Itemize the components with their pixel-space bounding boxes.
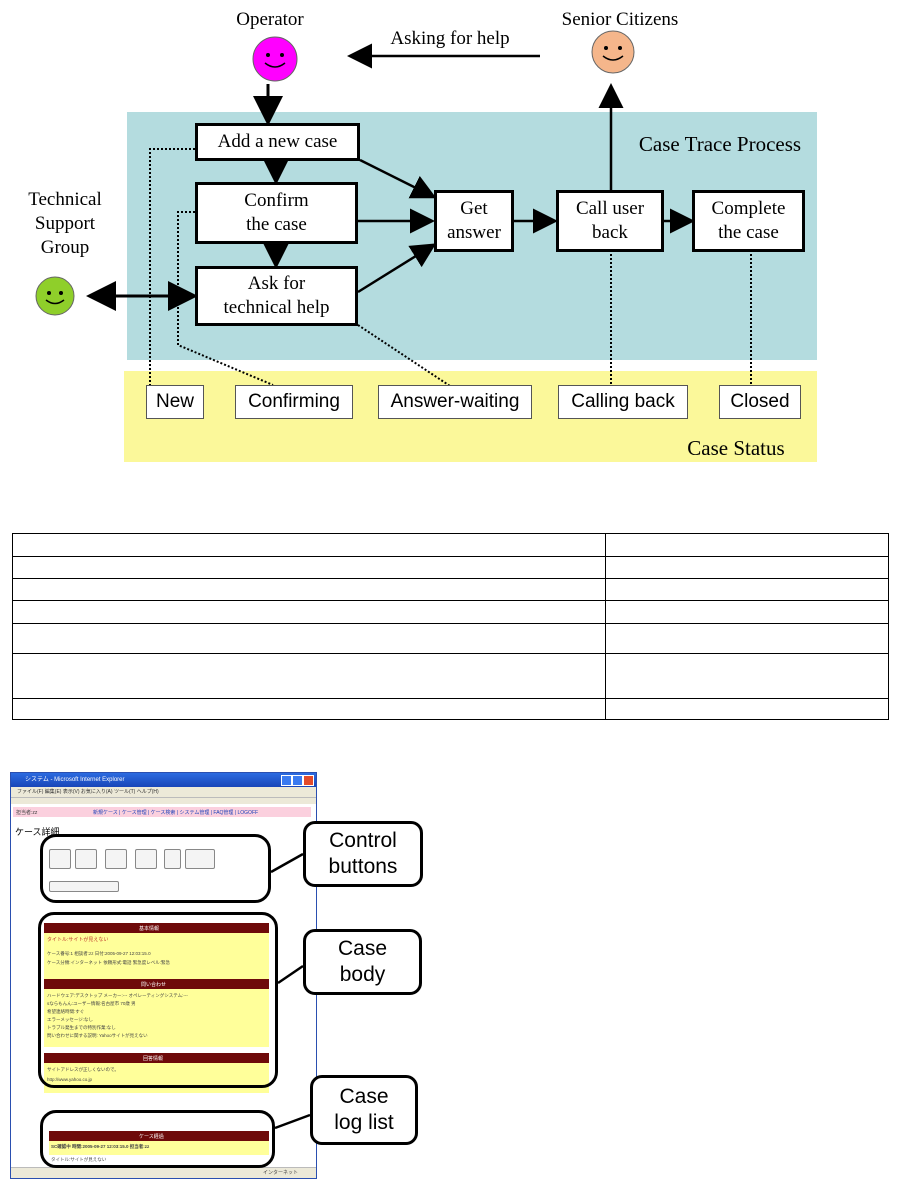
tech-reply-wait-button[interactable]: [105, 849, 127, 869]
tech-support-label: Technical Support Group: [12, 188, 118, 260]
step-get-line1: Get: [460, 198, 488, 219]
step-ask-line2: technical help: [223, 297, 330, 318]
memo-entry-button[interactable]: [164, 849, 181, 869]
case-history-header: [49, 1131, 269, 1141]
inquiry-line: 問い合わせに関する説明: Yahooサイトが見えない: [47, 1033, 148, 1038]
nav-link-bar: [13, 807, 311, 817]
inquiry-line: エラーメッセージ:なし: [47, 1017, 93, 1022]
case-title-line: タイトル:サイトが見えない: [47, 937, 109, 943]
status-bar-text: インターネット: [263, 1170, 299, 1176]
inquiry-line: トラブル発生までの特別作業:なし: [47, 1025, 116, 1030]
status-confirming: Confirming: [235, 385, 353, 419]
answer-header: [44, 1053, 269, 1063]
case-history-body: [49, 1141, 269, 1155]
senior-smiley-icon: [591, 30, 635, 74]
basic-info-body: [44, 933, 269, 979]
case-log-callout: Case log list: [310, 1075, 418, 1145]
minimize-icon[interactable]: [281, 775, 292, 786]
step-confirm-line1: Confirm: [244, 190, 309, 211]
tech-support-line3: Group: [40, 237, 90, 258]
callout-control-line1: Control: [329, 829, 397, 852]
case-category-line: ケース分類:インターネット 依頼形式:電話 緊急度レベル:緊急: [47, 960, 171, 965]
status-closed: Closed: [719, 385, 801, 419]
step-complete-line2: the case: [718, 222, 779, 243]
case-closed-button[interactable]: [185, 849, 215, 869]
control-buttons-callout: Control buttons: [303, 821, 423, 887]
case-body-callout: Case body: [303, 929, 422, 995]
asking-for-help-label: Asking for help: [390, 28, 510, 49]
step-call-user-back: Call user back: [556, 190, 664, 252]
inquiry-header: [44, 979, 269, 989]
callout-body-line1: Case: [337, 937, 388, 960]
case-status-title: Case Status: [687, 436, 785, 460]
step-add-new-case: Add a new case: [195, 123, 360, 161]
case-number-line: ケース番号:1 相談者:zz 日付:2005-09-27 12:03:15.0: [47, 951, 151, 956]
senior-citizens-label: Senior Citizens: [561, 9, 679, 30]
step-get-answer: Get answer: [434, 190, 514, 252]
case-log-ring: [40, 1110, 275, 1168]
menu-bar[interactable]: ファイル(F) 編集(E) 表示(V) お気に入り(A) ツール(T) ヘルプ(…: [11, 787, 316, 798]
step-ask-line1: Ask for: [247, 273, 306, 294]
nav-links[interactable]: 新規ケース | ケース管理 | ケース検索 | システム管理 | FAQ管理 |…: [93, 810, 259, 816]
case-answer-memo-button[interactable]: [49, 849, 71, 869]
inquiry-line: 希望連絡時間:すぐ: [47, 1009, 85, 1014]
status-calling-back: Calling back: [558, 385, 688, 419]
inquiry-line: sならもんん:ユーザー情報:名古屋市 70歳 男: [47, 1001, 136, 1006]
inquiry-line: ハードウェア:デスクトップ メーカー:--- オペレーティングシステム:---: [47, 993, 188, 998]
window-titlebar: システム - Microsoft Internet Explorer: [11, 773, 316, 787]
callout-body-line2: body: [339, 963, 386, 986]
step-confirm-case: Confirm the case: [195, 182, 358, 244]
basic-info-header: [44, 923, 269, 933]
answer-line: サイトアドレスが正しくないので。: [47, 1067, 119, 1072]
delete-admin-button[interactable]: [49, 881, 119, 892]
current-user: 担当者:zz: [16, 810, 38, 816]
answer-body: [44, 1063, 269, 1093]
inquiry-title: 問い合わせ: [141, 982, 167, 988]
toolbar-strip: [11, 798, 316, 804]
callout-log-line1: Case: [339, 1085, 389, 1108]
case-body-ring: [38, 912, 278, 1088]
tech-support-line1: Technical: [28, 189, 102, 210]
step-call-line1: Call user: [575, 198, 645, 219]
basic-info-title: 基本情報: [139, 926, 160, 932]
control-buttons-ring: [40, 834, 271, 903]
callout-log-line2: log list: [334, 1111, 394, 1134]
case-confirm-memo-button[interactable]: [75, 849, 97, 869]
case-history-entry-title: タイトル:サイトが見えない: [51, 1157, 107, 1162]
step-confirm-line2: the case: [246, 214, 307, 235]
inquiry-body: [44, 989, 269, 1047]
status-new: New: [146, 385, 204, 419]
tech-support-line2: Support: [34, 213, 96, 234]
window-controls: [281, 775, 314, 786]
tech-support-smiley-icon: [35, 276, 75, 316]
answer-link[interactable]: http://www.yahoo.co.jp: [47, 1077, 93, 1082]
operator-smiley-icon: [252, 36, 298, 82]
flow-connectors: [86, 43, 752, 388]
user-confirm-memo-button[interactable]: [135, 849, 157, 869]
maximize-icon[interactable]: [292, 775, 303, 786]
step-ask-tech-help: Ask for technical help: [195, 266, 358, 326]
empty-grid-table: [12, 533, 889, 720]
answer-title: 回答情報: [143, 1056, 164, 1062]
callout-control-line2: buttons: [328, 855, 398, 878]
step-complete-case: Complete the case: [692, 190, 805, 252]
page-heading: ケース詳細: [15, 827, 60, 837]
step-complete-line1: Complete: [711, 198, 786, 219]
step-call-line2: back: [592, 222, 628, 243]
operator-label: Operator: [236, 9, 304, 30]
case-trace-process-title: Case Trace Process: [638, 132, 802, 156]
close-icon[interactable]: [303, 775, 314, 786]
step-get-line2: answer: [447, 222, 501, 243]
case-history-title: ケース経過: [139, 1134, 164, 1140]
status-answer-waiting: Answer-waiting: [378, 385, 532, 419]
step-add-new-case-label: Add a new case: [217, 131, 338, 152]
case-history-entry: SC確認中 時間:2005-09-27 12:03:15.0 担当者:zz: [51, 1144, 150, 1149]
